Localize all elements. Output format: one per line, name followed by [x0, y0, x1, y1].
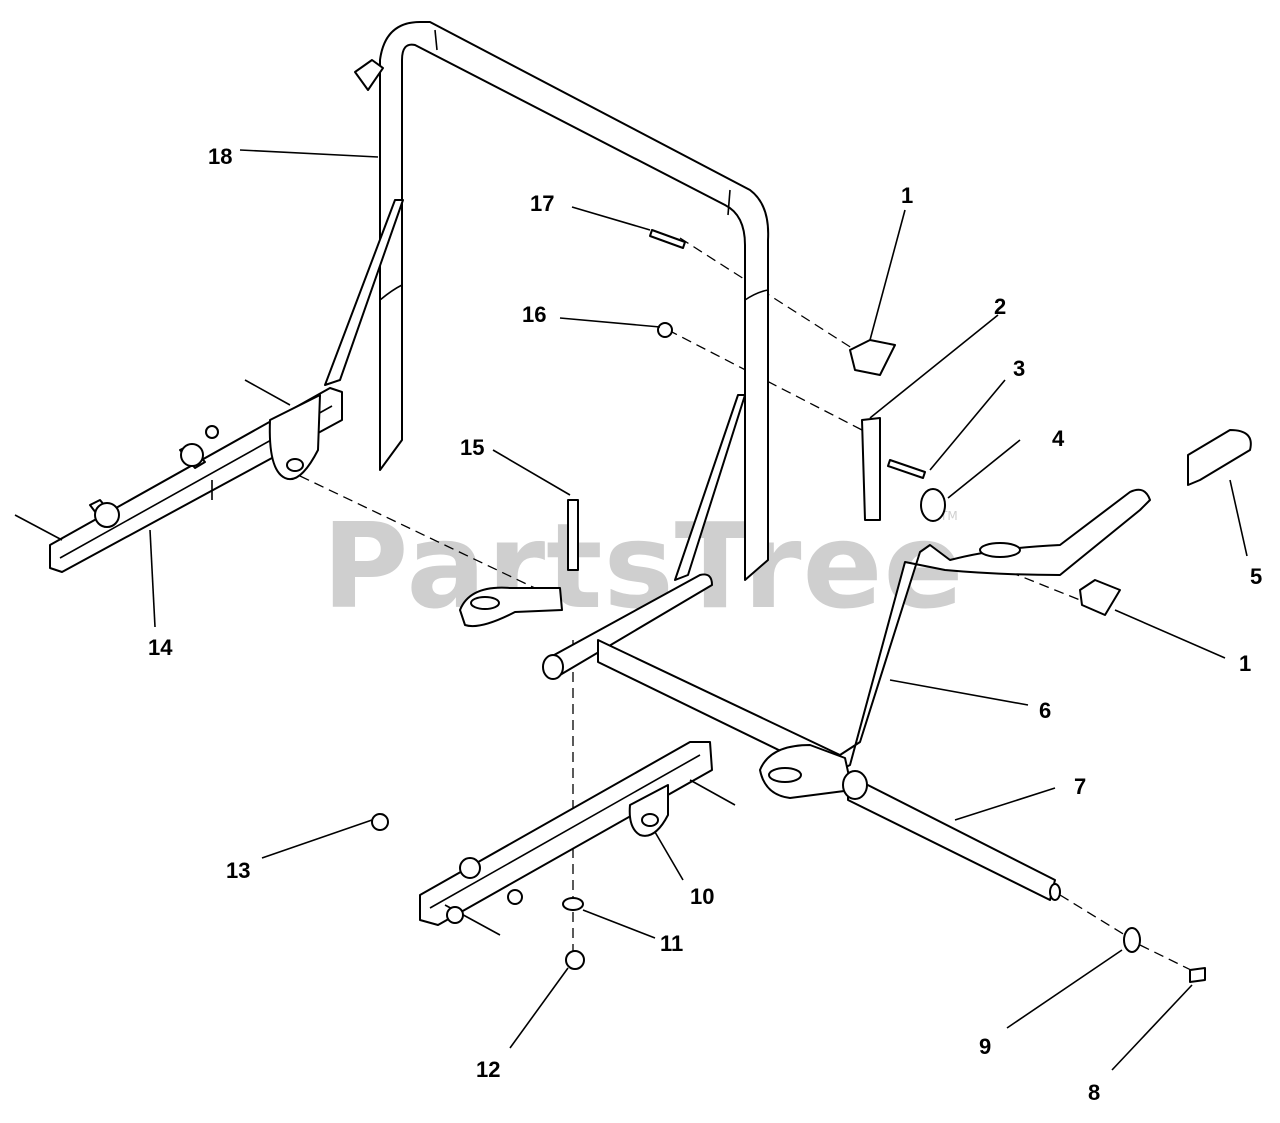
callout-1-upper[interactable]: 1: [901, 183, 913, 208]
front-rail[interactable]: [419, 741, 736, 936]
callout-9[interactable]: 9: [979, 1034, 991, 1059]
lift-bracket[interactable]: [597, 488, 1151, 799]
axle[interactable]: [842, 770, 1061, 901]
nut-12[interactable]: [565, 950, 585, 970]
callout-3[interactable]: 3: [1013, 356, 1025, 381]
bolt-8[interactable]: [1189, 967, 1206, 983]
callout-12[interactable]: 12: [476, 1057, 500, 1082]
nut-16[interactable]: [657, 322, 673, 338]
callout-10[interactable]: 10: [690, 884, 714, 909]
callout-16[interactable]: 16: [522, 302, 546, 327]
callout-14[interactable]: 14: [148, 635, 173, 660]
callout-8[interactable]: 8: [1088, 1080, 1100, 1105]
callout-15[interactable]: 15: [460, 435, 484, 460]
bolt-3[interactable]: [887, 459, 926, 479]
callout-6[interactable]: 6: [1039, 698, 1051, 723]
bracket-2[interactable]: [861, 417, 881, 521]
callout-13[interactable]: 13: [226, 858, 250, 883]
callout-1-lower[interactable]: 1: [1239, 651, 1251, 676]
knob-1-upper[interactable]: [849, 339, 896, 376]
washer-4[interactable]: [920, 488, 946, 522]
handle-frame[interactable]: [324, 21, 770, 680]
knob-1-lower[interactable]: [1079, 579, 1121, 616]
callout-4[interactable]: 4: [1052, 426, 1065, 451]
callout-2[interactable]: 2: [994, 294, 1006, 319]
bolt-17[interactable]: [649, 229, 686, 249]
callout-18[interactable]: 18: [208, 144, 232, 169]
callout-11[interactable]: 11: [660, 931, 683, 956]
washer-9[interactable]: [1123, 927, 1141, 953]
bushing-13[interactable]: [371, 813, 389, 831]
callout-17[interactable]: 17: [530, 191, 554, 216]
leader-lines: [149, 149, 1248, 1071]
bolt-15[interactable]: [567, 499, 579, 571]
left-rail[interactable]: [14, 379, 343, 573]
hardware: [371, 229, 1252, 983]
grip-5[interactable]: [1187, 429, 1252, 486]
washer-11[interactable]: [562, 897, 584, 911]
callout-5[interactable]: 5: [1250, 564, 1262, 589]
callout-7[interactable]: 7: [1074, 774, 1086, 799]
callouts: 18 17 16 15 14 13 12 11 10 9 8 7 6 5 4 3…: [148, 144, 1262, 1105]
